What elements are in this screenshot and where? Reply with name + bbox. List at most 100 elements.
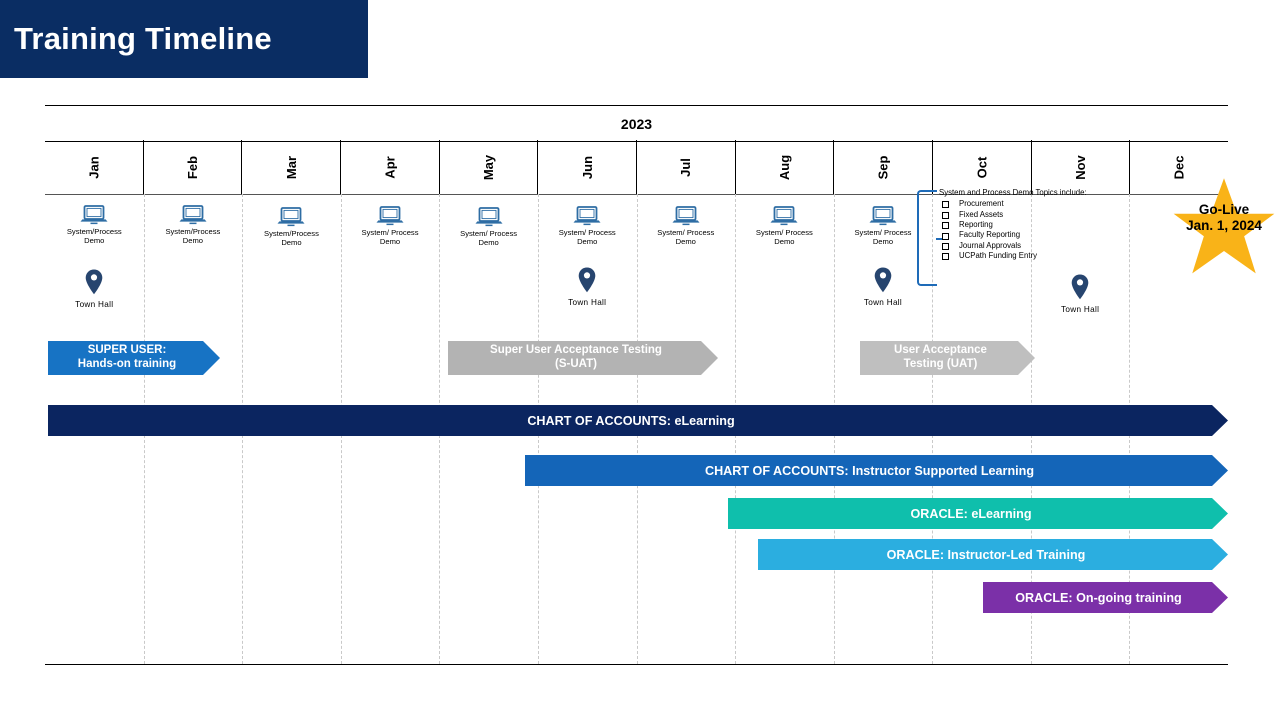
track-bar-label: ORACLE: Instructor-Led Training — [886, 547, 1086, 562]
demo-marker-may: System/ Process Demo — [440, 206, 538, 248]
callout-heading: System and Process Demo Topics include: — [939, 188, 1087, 197]
month-header-nov: Nov — [1032, 140, 1131, 194]
demo-label: System/ Process Demo — [558, 228, 616, 247]
go-live-line1: Go-Live — [1198, 202, 1250, 217]
checkbox-icon — [942, 201, 949, 209]
town-hall-marker-jan: Town Hall — [54, 269, 134, 309]
track-bar-oracle-elearning[interactable]: ORACLE: eLearning — [728, 498, 1228, 529]
page-title: Training Timeline — [14, 21, 272, 56]
phase-line2: (S-UAT) — [555, 358, 597, 370]
month-label: Nov — [1073, 154, 1089, 180]
town-hall-label: Town Hall — [1061, 305, 1100, 314]
year-label: 2023 — [620, 115, 653, 132]
phase-chevron-s-uat[interactable]: Super User Acceptance Testing(S-UAT) — [448, 341, 718, 375]
callout-item: Reporting — [939, 220, 1107, 230]
laptop-icon — [277, 207, 305, 227]
phase-line1: User Acceptance — [894, 344, 987, 357]
month-header-apr: Apr — [341, 140, 440, 194]
track-bar-label: CHART OF ACCOUNTS: Instructor Supported … — [704, 463, 1035, 478]
demo-label: System/ Process Demo — [755, 228, 813, 247]
demo-marker-mar: System/Process Demo — [242, 206, 340, 248]
callout-item: Journal Approvals — [939, 241, 1107, 251]
callout-bracket — [917, 190, 942, 286]
track-bar-chart-of-accounts-elearning[interactable]: CHART OF ACCOUNTS: eLearning — [48, 405, 1228, 436]
phase-line2: Hands-on training — [77, 358, 177, 370]
demo-label: System/Process Demo — [264, 229, 319, 248]
month-header-sep: Sep — [834, 140, 934, 194]
month-label: Sep — [875, 155, 891, 179]
month-header-aug: Aug — [736, 140, 835, 194]
callout-item-label: Faculty Reporting — [959, 230, 1021, 240]
callout-item-label: UCPath Funding Entry — [959, 251, 1038, 261]
laptop-icon — [475, 207, 503, 227]
callout-item: Fixed Assets — [939, 210, 1107, 220]
callout-item: UCPath Funding Entry — [939, 251, 1107, 261]
month-header-mar: Mar — [242, 140, 342, 194]
map-pin-icon — [1071, 274, 1089, 300]
laptop-icon — [869, 206, 897, 226]
checkbox-icon — [942, 253, 949, 261]
demo-label: System/Process Demo — [165, 227, 221, 246]
go-live-line2: Jan. 1, 2024 — [1186, 217, 1262, 233]
year-header-row: 2023 — [45, 105, 1228, 142]
town-hall-marker-nov: Town Hall — [1040, 274, 1120, 314]
track-bar-label: ORACLE: eLearning — [910, 506, 1032, 521]
month-header-jan: Jan — [45, 140, 144, 194]
demo-marker-feb: System/Process Demo — [144, 204, 242, 246]
month-label: Oct — [974, 156, 990, 178]
laptop-icon — [376, 206, 404, 226]
demo-label: System/ Process Demo — [361, 228, 419, 247]
demo-marker-sep: System/ Process Demo — [834, 205, 932, 247]
laptop-icon — [573, 206, 601, 226]
callout-item-label: Reporting — [959, 220, 993, 229]
month-header-feb: Feb — [144, 140, 243, 194]
month-label: Feb — [185, 155, 200, 179]
demo-label: System/ Process Demo — [854, 228, 912, 247]
phase-line1: SUPER USER: — [87, 344, 167, 357]
checkbox-icon — [942, 242, 949, 250]
month-label: Apr — [382, 155, 398, 179]
checkbox-icon — [942, 211, 949, 219]
checkbox-icon — [942, 222, 949, 230]
track-bar-oracle-ongoing[interactable]: ORACLE: On-going training — [983, 582, 1228, 613]
demo-marker-jan: System/Process Demo — [45, 204, 143, 246]
callout-item-label: Journal Approvals — [959, 240, 1021, 250]
laptop-icon — [770, 206, 798, 226]
phase-line2: Testing (UAT) — [903, 358, 978, 370]
map-pin-icon — [578, 267, 596, 293]
map-pin-icon — [85, 269, 103, 295]
demo-label: System/ Process Demo — [460, 229, 518, 248]
month-header-jun: Jun — [538, 140, 638, 194]
month-label: Mar — [283, 155, 299, 179]
month-header-may: May — [440, 140, 539, 194]
month-label: Jun — [579, 155, 595, 179]
laptop-icon — [672, 206, 700, 226]
phase-chevron-super-user-hands-on[interactable]: SUPER USER:Hands-on training — [48, 341, 220, 375]
slide-title-bar: Training Timeline — [0, 0, 368, 78]
month-label: Jan — [86, 155, 102, 179]
track-bar-chart-of-accounts-instructor-supported[interactable]: CHART OF ACCOUNTS: Instructor Supported … — [525, 455, 1228, 486]
demo-marker-jul: System/ Process Demo — [637, 205, 735, 247]
laptop-icon — [80, 205, 108, 225]
town-hall-marker-jun: Town Hall — [547, 267, 627, 307]
laptop-icon — [179, 205, 207, 225]
demo-marker-jun: System/ Process Demo — [538, 205, 636, 247]
month-header-oct: Oct — [933, 140, 1032, 194]
track-bar-label: CHART OF ACCOUNTS: eLearning — [527, 413, 735, 428]
track-bar-label: ORACLE: On-going training — [1015, 590, 1182, 605]
demo-marker-aug: System/ Process Demo — [735, 205, 833, 247]
month-label: Jul — [678, 157, 694, 177]
track-bar-oracle-instructor-led[interactable]: ORACLE: Instructor-Led Training — [758, 539, 1228, 570]
demo-label: System/ Process Demo — [657, 228, 715, 247]
town-hall-label: Town Hall — [863, 298, 903, 307]
town-hall-label: Town Hall — [568, 298, 607, 307]
town-hall-marker-sep: Town Hall — [843, 267, 923, 307]
callout-item-label: Procurement — [959, 199, 1004, 209]
map-pin-icon — [874, 267, 892, 293]
callout-item-label: Fixed Assets — [959, 209, 1004, 219]
month-label: Aug — [777, 154, 793, 180]
